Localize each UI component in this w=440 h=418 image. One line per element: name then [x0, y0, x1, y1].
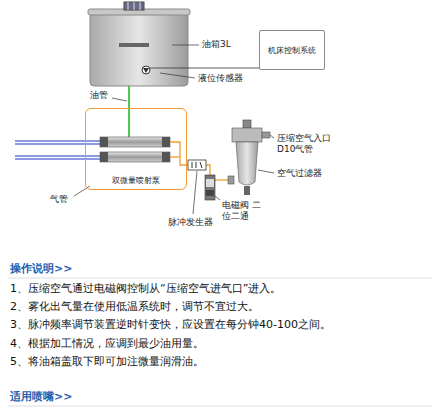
section-heading: 操作说明>>	[10, 262, 72, 275]
part-label: 气管	[50, 194, 68, 205]
part-label: 空气过滤器	[277, 168, 322, 179]
leader-lines	[74, 45, 274, 214]
instruction-line: 3、脉冲频率调节装置逆时针变快，应设置在每分钟40-100之间。	[10, 318, 331, 331]
control-system-box: 机床控制系统	[259, 30, 325, 70]
level-sensor	[142, 66, 259, 74]
pulse-generator	[188, 160, 206, 170]
part-label: 脉冲发生器	[168, 217, 213, 228]
instruction-line: 1、压缩空气通过电磁阀控制从“压缩空气进气口”进入。	[10, 282, 281, 295]
orange-lines	[170, 142, 229, 180]
instruction-line: 2、雾化出气量在使用低温系统时，调节不宜过大。	[10, 300, 259, 313]
oil-tank	[88, 2, 190, 86]
node-text: 机床控制系统	[268, 45, 316, 56]
node-text: 双微量喷射泵	[112, 175, 160, 186]
air-tubes	[15, 141, 100, 159]
separator-line	[8, 278, 432, 279]
section-heading: 适用喷嘴>>	[10, 390, 72, 403]
part-label: 压缩空气入口 D10气管	[277, 133, 339, 155]
instruction-line: 5、将油箱盖取下即可加注微量润滑油。	[10, 355, 204, 368]
air-filter	[228, 120, 270, 195]
instruction-line: 4、根据加工情况，应调到最少油用量。	[10, 337, 204, 350]
separator-line	[8, 406, 432, 407]
part-label: 油管	[90, 90, 108, 101]
part-label: 液位传感器	[198, 73, 243, 84]
part-label: 油箱3L	[202, 39, 231, 50]
solenoid-valve	[205, 175, 215, 200]
oil-pipe	[128, 86, 130, 137]
pump-group-box: 双微量喷射泵	[85, 108, 187, 190]
part-label: 电磁阀 二位二通	[222, 200, 264, 222]
pump-bodies	[100, 137, 170, 162]
